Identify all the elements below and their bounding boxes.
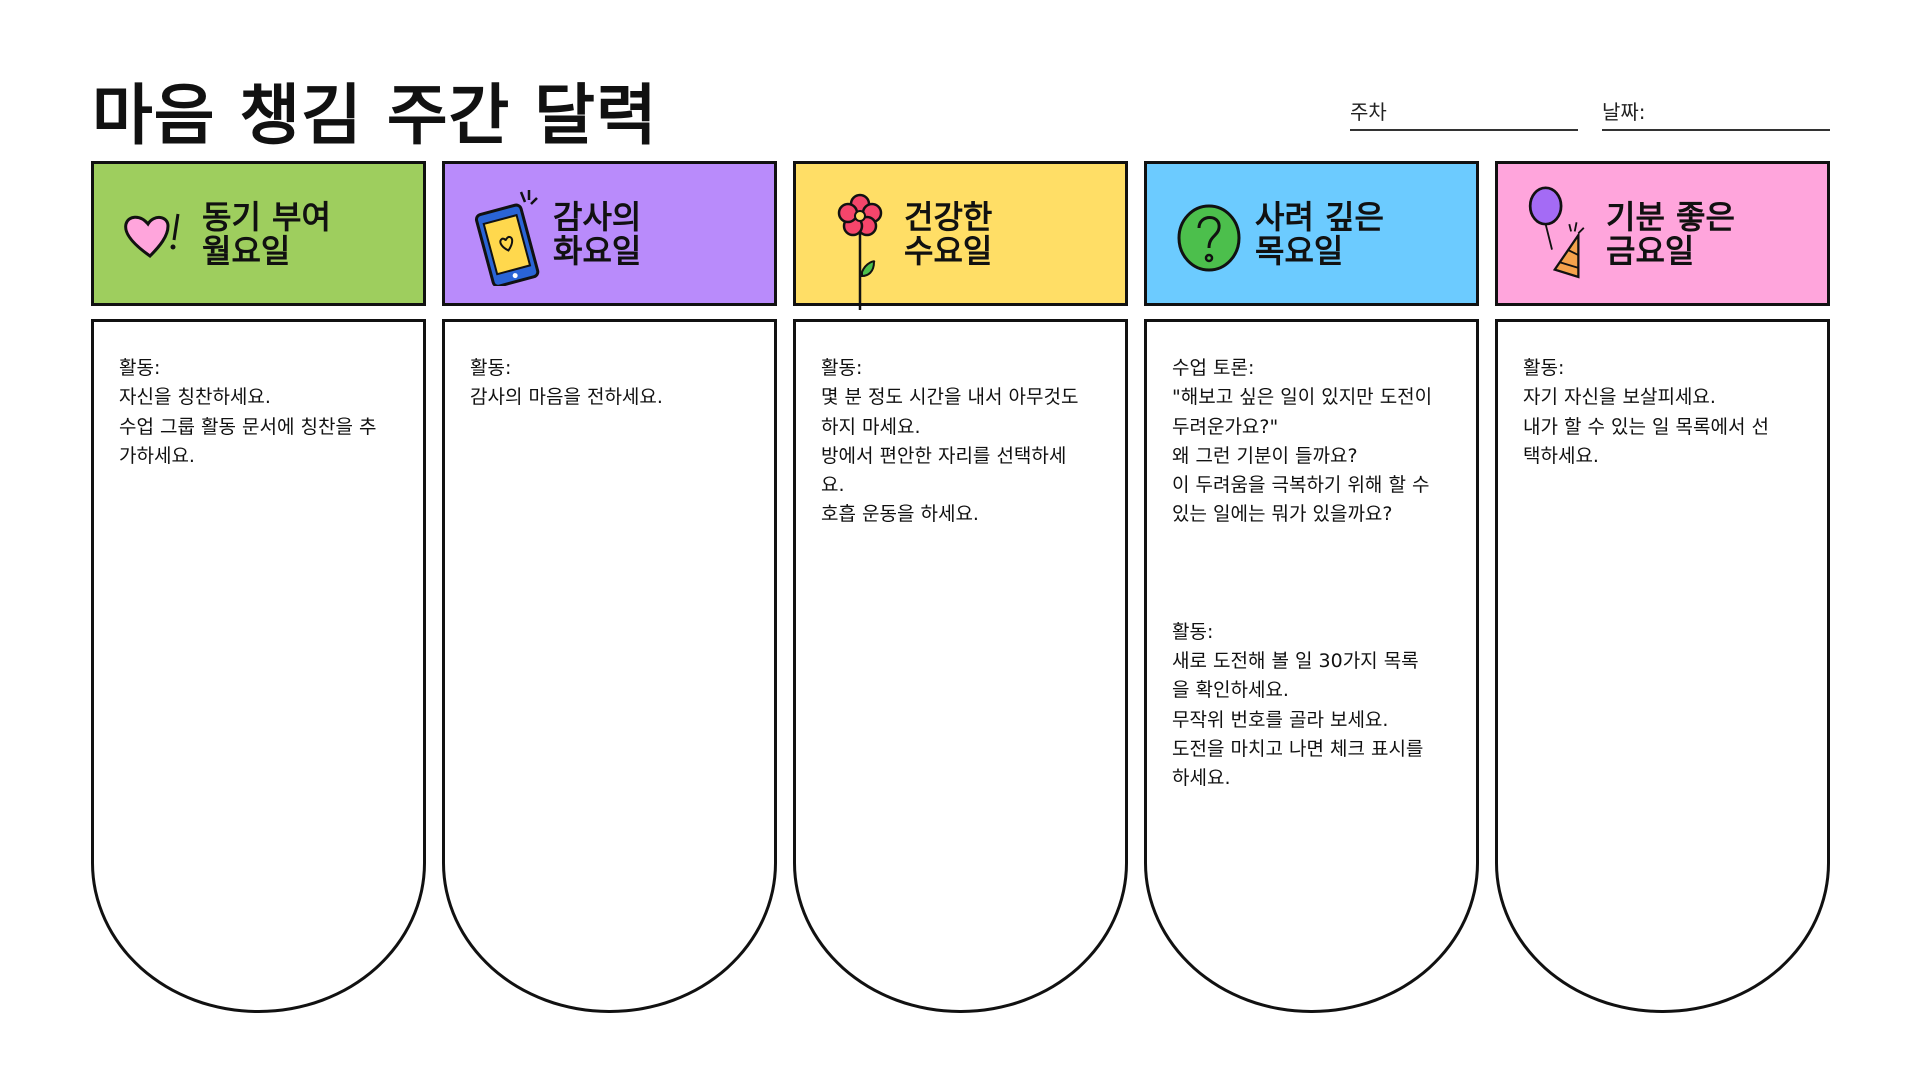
page-title: 마음 챙김 주간 달력 xyxy=(92,77,658,154)
notes-line: 을 확인하세요. xyxy=(1172,679,1289,702)
notes-line: 왜 그런 기분이 들까요? xyxy=(1172,444,1358,467)
heart-exclamation-icon-graphic xyxy=(124,213,180,258)
day-title-line2: 금요일 xyxy=(1606,232,1695,270)
notes-line: 수업 토론: xyxy=(1172,357,1255,379)
balloon-party-hat-icon-graphic xyxy=(1528,186,1585,279)
notes-line: 활동: xyxy=(821,357,863,379)
week-field[interactable]: 주차 xyxy=(1350,96,1578,131)
notes-line: 수업 그룹 활동 문서에 칭찬을 추 xyxy=(119,415,377,438)
day-title: 건강한 수요일 xyxy=(904,200,992,268)
day-header: 기분 좋은 금요일 xyxy=(1495,161,1830,306)
day-title-line1: 감사의 xyxy=(553,198,642,236)
notes-line: 호흡 운동을 하세요. xyxy=(821,503,979,526)
day-title: 감사의 화요일 xyxy=(553,200,641,268)
day-title-line2: 목요일 xyxy=(1255,232,1344,270)
day-column-fri: 기분 좋은 금요일 활동: 자기 자신을 보살피세요. 내가 할 수 있는 일 목록… xyxy=(1495,161,1830,1013)
notes-line: 자신을 칭찬하세요. xyxy=(119,386,271,409)
notes-line: 몇 분 정도 시간을 내서 아무것도 xyxy=(821,386,1079,409)
day-title-line1: 기분 좋은 xyxy=(1606,198,1735,236)
day-title: 사려 깊은 목요일 xyxy=(1255,200,1384,268)
day-title: 동기 부여 월요일 xyxy=(202,200,331,268)
day-header: 건강한 수요일 xyxy=(793,161,1128,310)
notes-line: 하지 마세요. xyxy=(821,415,921,438)
balloon-party-hat-icon xyxy=(1524,186,1600,286)
day-title-line2: 월요일 xyxy=(202,232,291,270)
phone-heart-icon-graphic xyxy=(474,190,540,288)
day-column-tue: 감사의 화요일 활동: 감사의 마음을 전하세요. xyxy=(442,161,777,1013)
heart-exclamation-icon xyxy=(120,186,196,286)
notes-line: 활동: xyxy=(1523,357,1565,379)
day-title-line1: 건강한 xyxy=(904,198,993,236)
question-icon-graphic xyxy=(1177,204,1241,272)
notes-line: 새로 도전해 볼 일 30가지 목록 xyxy=(1172,650,1419,673)
phone-heart-icon xyxy=(471,186,547,288)
notes-line: 활동: xyxy=(470,357,512,379)
notes-line: 활동: xyxy=(119,357,161,379)
notes-line: 자기 자신을 보살피세요. xyxy=(1523,386,1716,409)
flower-icon xyxy=(822,186,898,310)
day-header: 동기 부여 월요일 xyxy=(91,161,426,306)
notes-line: 무작위 번호를 골라 보세요. xyxy=(1172,708,1389,731)
notes-line: 방에서 편안한 자리를 선택하세 xyxy=(821,444,1067,467)
notes-section: 활동: 감사의 마음을 전하세요. xyxy=(470,354,749,413)
notes-line: 활동: xyxy=(1172,620,1214,643)
day-title-line1: 사려 깊은 xyxy=(1255,198,1384,236)
notes-line: 도전을 마치고 나면 체크 표시를 xyxy=(1172,737,1424,760)
day-title-line1: 동기 부여 xyxy=(202,198,331,236)
notes-line: "해보고 싶은 일이 있지만 도전이 xyxy=(1172,386,1433,409)
day-title: 기분 좋은 금요일 xyxy=(1606,200,1735,268)
day-title-line2: 수요일 xyxy=(904,232,993,270)
notes-line: 택하세요. xyxy=(1523,444,1599,467)
date-field[interactable]: 날짜: xyxy=(1602,96,1830,131)
day-title-line2: 화요일 xyxy=(553,232,642,270)
notes-line: 감사의 마음을 전하세요. xyxy=(470,386,663,409)
notes-line: 이 두려움을 극복하기 위해 할 수 xyxy=(1172,474,1430,497)
notes-line: 두려운가요?" xyxy=(1172,415,1279,438)
day-header: 감사의 화요일 xyxy=(442,161,777,306)
day-header: 사려 깊은 목요일 xyxy=(1144,161,1479,306)
day-notes-box[interactable]: 활동: 감사의 마음을 전하세요. xyxy=(442,319,777,1013)
flower-icon-graphic xyxy=(837,193,883,310)
day-column-mon: 동기 부여 월요일 활동: 자신을 칭찬하세요. 수업 그룹 활동 문서에 칭찬을 … xyxy=(91,161,426,1013)
notes-line: 가하세요. xyxy=(119,444,195,467)
notes-line: 하세요. xyxy=(1172,767,1231,790)
notes-line: 요. xyxy=(821,474,845,497)
question-icon xyxy=(1173,186,1249,286)
notes-line: 내가 할 수 있는 일 목록에서 선 xyxy=(1523,415,1769,438)
notes-line: 있는 일에는 뭐가 있을까요? xyxy=(1172,503,1393,526)
